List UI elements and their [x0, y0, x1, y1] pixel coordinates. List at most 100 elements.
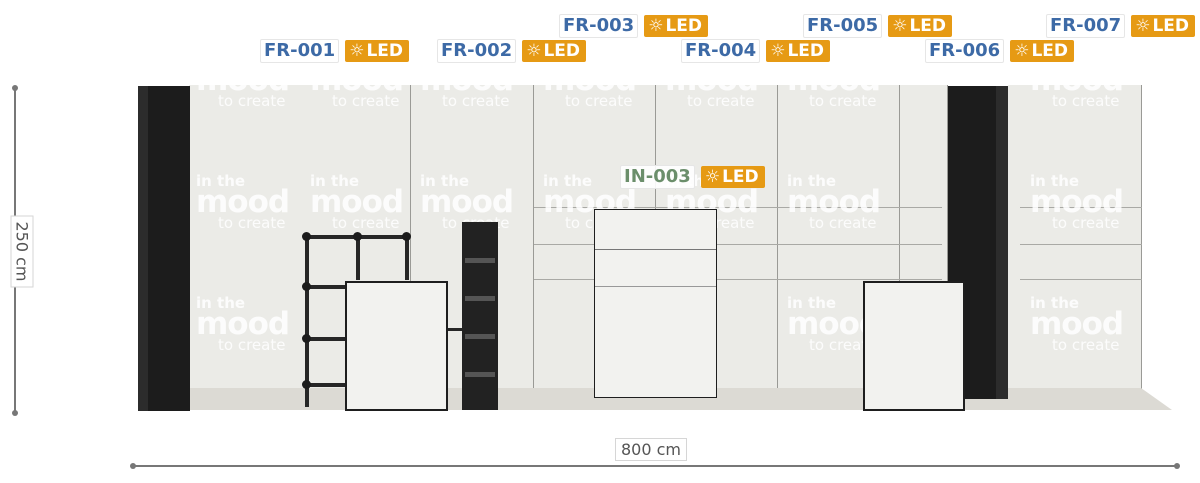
width-dimension-end: [1174, 463, 1180, 469]
watermark-word: mood: [1030, 184, 1124, 220]
element-code: FR-006: [925, 39, 1005, 63]
watermark-line: to create: [332, 214, 400, 232]
led-text: LED: [722, 167, 759, 187]
watermark-word: mood: [420, 184, 514, 220]
tube-joint: [302, 380, 311, 389]
sun-icon: ☼: [526, 41, 542, 61]
watermark-line: to create: [809, 92, 877, 110]
panel-divider-line: [534, 244, 942, 245]
label-fr-002: FR-002 ☼LED: [437, 39, 587, 63]
watermark-line: to create: [218, 336, 286, 354]
watermark-line: in the: [420, 172, 470, 190]
counter-shelf-bracket: [448, 328, 462, 331]
counter-edge-line: [595, 249, 716, 250]
display-counter-center: [594, 209, 717, 398]
label-fr-006: FR-006 ☼LED: [925, 39, 1075, 63]
tube-shelf-rail: [305, 337, 347, 341]
watermark-line: in the: [1030, 172, 1080, 190]
watermark-word: mood: [787, 62, 881, 98]
black-column-right-edge: [996, 86, 1008, 399]
element-code: FR-007: [1046, 14, 1126, 38]
sun-icon: ☼: [349, 41, 365, 61]
label-fr-001: FR-001 ☼LED: [260, 39, 410, 63]
watermark-line: to create: [1052, 92, 1120, 110]
led-badge: ☼LED: [766, 40, 831, 62]
watermark-line: in the: [196, 50, 246, 68]
element-code: FR-002: [437, 39, 517, 63]
tube-shelf-rail: [305, 383, 347, 387]
watermark-line: in the: [196, 172, 246, 190]
led-badge: ☼LED: [345, 40, 410, 62]
watermark-line: in the: [196, 294, 246, 312]
display-counter-left: [345, 281, 448, 411]
led-badge: ☼LED: [1131, 15, 1196, 37]
panel-divider-line: [1020, 244, 1142, 245]
watermark-word: mood: [1030, 306, 1124, 342]
watermark-line: to create: [1052, 336, 1120, 354]
sun-icon: ☼: [1014, 41, 1030, 61]
led-text: LED: [1031, 41, 1069, 61]
panel-divider-line: [1020, 207, 1142, 208]
label-fr-005: FR-005 ☼LED: [803, 14, 953, 38]
wall-panel-7: [1008, 85, 1142, 410]
watermark-line: to create: [809, 336, 877, 354]
watermark-word: mood: [310, 62, 404, 98]
element-code: FR-005: [803, 14, 883, 38]
counter-edge-line: [595, 286, 716, 287]
watermark-line: in the: [543, 172, 593, 190]
watermark-line: to create: [809, 214, 877, 232]
watermark-word: mood: [196, 62, 290, 98]
element-code: FR-003: [559, 14, 639, 38]
watermark-line: in the: [1030, 294, 1080, 312]
panel-divider-line: [534, 279, 942, 280]
led-text: LED: [787, 41, 825, 61]
element-code: FR-001: [260, 39, 340, 63]
label-fr-003: FR-003 ☼LED: [559, 14, 709, 38]
label-in-003: IN-003 ☼LED: [620, 165, 765, 189]
tube-shelf-rail: [305, 285, 347, 289]
tube-shelf-post: [356, 235, 360, 280]
led-text: LED: [665, 16, 703, 36]
tube-joint: [302, 334, 311, 343]
height-dimension-end: [12, 410, 18, 416]
watermark-line: in the: [787, 172, 837, 190]
tube-joint: [353, 232, 362, 241]
label-fr-007: FR-007 ☼LED: [1046, 14, 1196, 38]
sun-icon: ☼: [704, 167, 721, 187]
led-badge: ☼LED: [700, 166, 765, 188]
led-text: LED: [366, 41, 404, 61]
brochure-stand-frame: [462, 222, 498, 410]
watermark-word: mood: [196, 306, 290, 342]
brochure-stand-slot: [465, 258, 495, 263]
tube-joint: [402, 232, 411, 241]
display-counter-right: [863, 281, 965, 411]
watermark-line: to create: [565, 92, 633, 110]
watermark-line: in the: [310, 172, 360, 190]
led-badge: ☼LED: [644, 15, 709, 37]
led-badge: ☼LED: [888, 15, 953, 37]
led-badge: ☼LED: [1010, 40, 1075, 62]
watermark-line: to create: [332, 92, 400, 110]
brochure-stand-slot: [465, 296, 495, 301]
width-dimension-label: 800 cm: [615, 438, 688, 461]
watermark-line: to create: [687, 92, 755, 110]
watermark-word: mood: [543, 62, 637, 98]
sun-icon: ☼: [648, 16, 664, 36]
led-badge: ☼LED: [522, 40, 587, 62]
watermark-line: to create: [218, 214, 286, 232]
sun-icon: ☼: [1135, 16, 1151, 36]
watermark-line: to create: [218, 92, 286, 110]
sun-icon: ☼: [770, 41, 786, 61]
led-text: LED: [543, 41, 581, 61]
label-fr-004: FR-004 ☼LED: [681, 39, 831, 63]
watermark-line: to create: [1052, 214, 1120, 232]
panel-divider-line: [1020, 279, 1142, 280]
